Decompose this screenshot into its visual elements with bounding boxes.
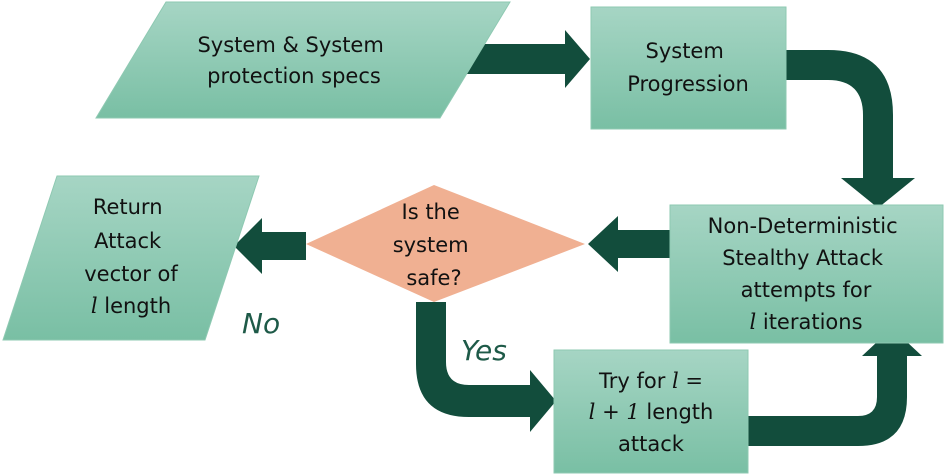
- attack-attempts-box: [669, 204, 944, 344]
- edge-label-no: No: [242, 307, 280, 340]
- return-vector-parallelogram: [2, 175, 260, 341]
- safety-decision-label: Is the system safe?: [393, 200, 476, 290]
- arrow-decision-to-return-no: [234, 218, 306, 274]
- arrow-try-to-attack: [748, 328, 922, 446]
- progression-label: System Progression: [627, 39, 749, 96]
- return-vector-label: Return Attack vector of: [84, 195, 178, 286]
- arrow-attack-to-decision: [588, 216, 670, 272]
- edge-label-yes: Yes: [461, 334, 507, 367]
- specs-parallelogram: [95, 1, 511, 119]
- attack-iterations-line: l iterations: [749, 310, 862, 334]
- try-line-1: Try for l =: [598, 369, 703, 393]
- progression-box: [590, 6, 787, 130]
- arrow-decision-to-try-yes: [416, 302, 556, 432]
- try-line-3: attack: [618, 432, 685, 456]
- safety-decision-diamond: [306, 185, 585, 302]
- return-length-line: l length: [91, 294, 171, 318]
- arrow-progression-to-attack: [784, 50, 915, 208]
- connector-arrows: [234, 30, 922, 446]
- attack-attempts-label: Non-Deterministic Stealthy Attack attemp…: [708, 214, 905, 302]
- specs-label: System & System protection specs: [197, 33, 390, 88]
- arrow-specs-to-progression: [456, 30, 590, 88]
- try-next-length-box: [553, 349, 749, 474]
- try-line-2: l + 1 length: [589, 400, 714, 424]
